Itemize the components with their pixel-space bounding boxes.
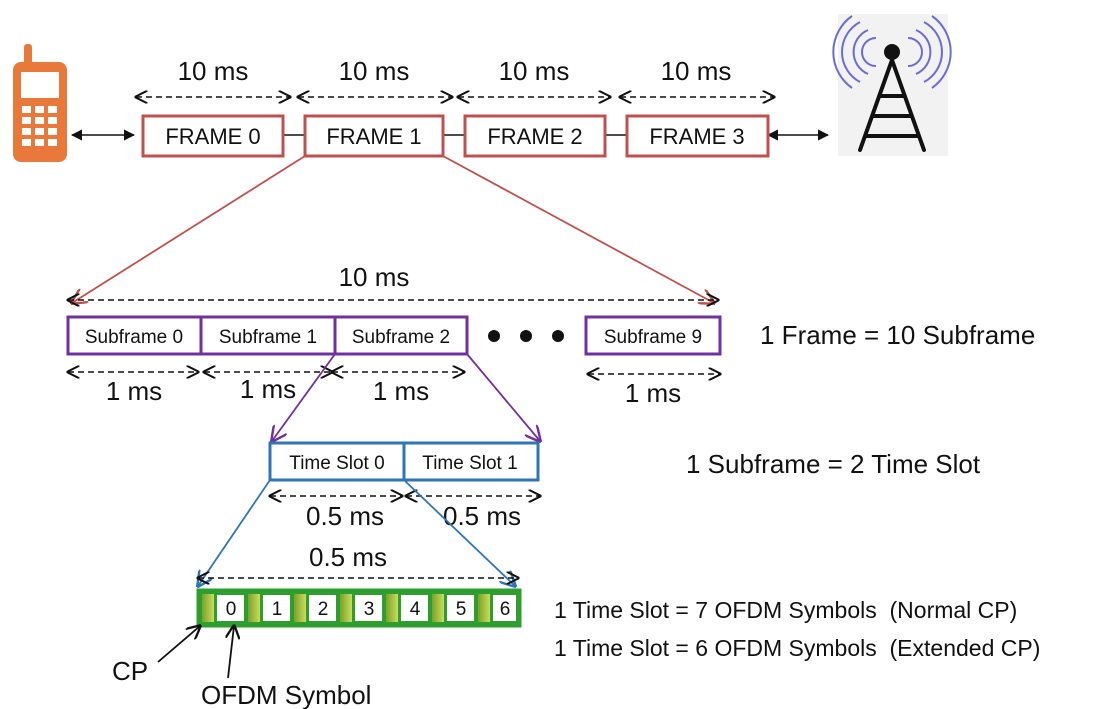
frame-duration-label: 10 ms [499, 56, 570, 86]
extended-cp-equation: 1 Time Slot = 6 OFDM Symbols (Extended C… [554, 635, 1040, 661]
frame-box-2 [463, 114, 607, 158]
cp-blocks [202, 594, 490, 622]
symbol-label: 4 [410, 599, 421, 620]
slot-duration-label: 0.5 ms [443, 501, 521, 531]
subframe-duration-arrows [68, 372, 720, 374]
frame-box-3 [625, 114, 770, 158]
subframe-box-0 [66, 315, 203, 356]
slot-box-1 [402, 441, 540, 482]
subframe-zoom-lines [272, 353, 540, 441]
subframe-label: Subframe 2 [352, 327, 450, 348]
subframe-box-9 [584, 315, 722, 356]
subframe-label: Subframe 1 [219, 327, 317, 348]
frame-box-1 [303, 114, 445, 158]
ofdm-symbol-pointer-arrow [228, 626, 234, 679]
frame-duration-label: 10 ms [178, 56, 249, 86]
subframe-box-2 [333, 315, 469, 356]
ellipsis-dots [488, 330, 564, 342]
symbol-label: 5 [456, 599, 467, 620]
subframe-total-label: 10 ms [339, 262, 410, 292]
cp-pointer-arrow [157, 626, 200, 663]
subframe-duration-label: 1 ms [625, 378, 681, 408]
frame-label: FRAME 1 [326, 124, 421, 149]
subframe-duration-label: 1 ms [373, 376, 429, 406]
frame-label: FRAME 3 [649, 124, 744, 149]
symbol-label: 3 [364, 599, 375, 620]
frame-duration-label: 10 ms [339, 56, 410, 86]
frame-duration-label: 10 ms [661, 56, 732, 86]
subframes-row: 10 ms Subframe 0 Subframe 1 Subframe 2 S… [66, 262, 1035, 408]
subframe-duration-label: 1 ms [240, 374, 296, 404]
slot-label: Time Slot 0 [289, 453, 384, 474]
symbol-total-label: 0.5 ms [309, 542, 387, 572]
slot-zoom-lines [198, 479, 515, 586]
subframe-duration-label: 1 ms [106, 376, 162, 406]
frame-subframe-equation: 1 Frame = 10 Subframe [760, 320, 1035, 350]
symbol-label: 6 [500, 599, 511, 620]
symbol-blocks [217, 595, 516, 621]
frame-box-0 [141, 114, 285, 158]
frame-label: FRAME 2 [487, 124, 582, 149]
subframe-label: Subframe 0 [85, 327, 183, 348]
slots-row: Time Slot 0 Time Slot 1 0.5 ms 0.5 ms 1 … [268, 441, 981, 531]
symbol-label: 0 [226, 599, 237, 620]
slot-duration-label: 0.5 ms [306, 501, 384, 531]
frame-zoom-lines [72, 155, 714, 303]
cell-tower-icon [832, 14, 952, 156]
mobile-phone-icon [13, 44, 67, 162]
symbols-row: 0.5 ms 0 1 2 3 4 5 6 CP OFDM [112, 542, 1040, 709]
symbol-label: 2 [318, 599, 329, 620]
subframe-slot-equation: 1 Subframe = 2 Time Slot [686, 449, 981, 479]
frame-label: FRAME 0 [165, 124, 260, 149]
normal-cp-equation: 1 Time Slot = 7 OFDM Symbols (Normal CP) [554, 597, 1017, 623]
frames-row: 10 ms 10 ms 10 ms 10 ms FRAME 0 FRAME 1 … [70, 56, 830, 158]
slot-label: Time Slot 1 [422, 453, 517, 474]
cp-label: CP [112, 656, 148, 686]
symbol-label: 1 [272, 599, 283, 620]
ofdm-symbol-label: OFDM Symbol [201, 680, 371, 709]
subframe-label: Subframe 9 [604, 327, 702, 348]
